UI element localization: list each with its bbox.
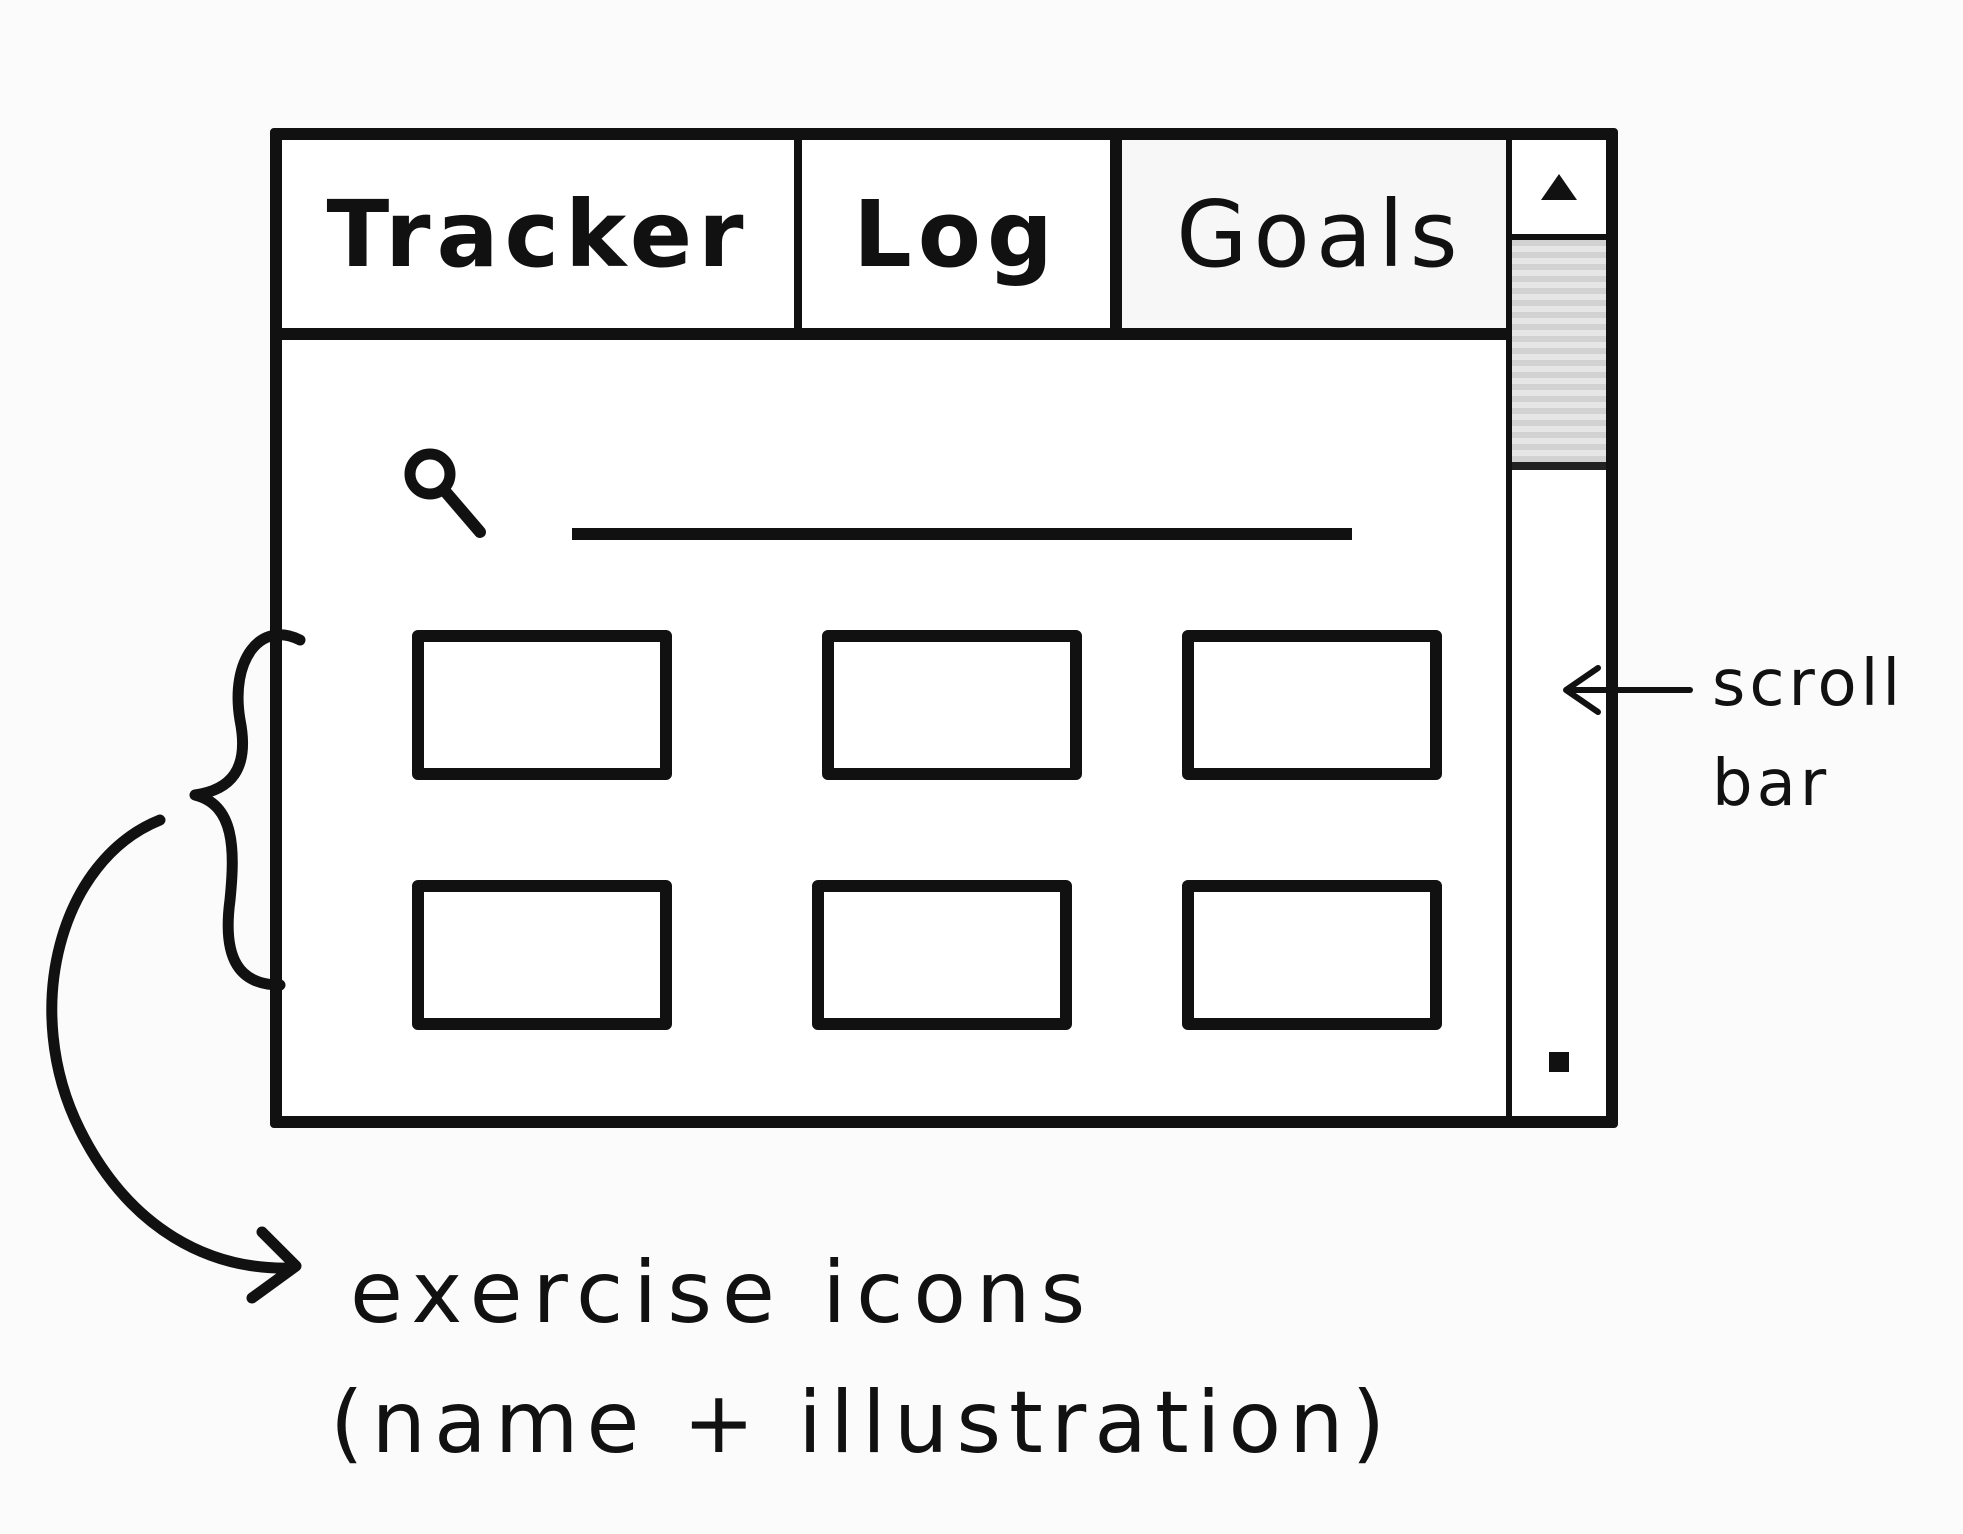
- search-icon[interactable]: [392, 436, 502, 546]
- exercise-icons-annotation-line2: (name + illustration): [330, 1373, 1394, 1473]
- scroll-bar-annotation-line2: bar: [1712, 747, 1831, 821]
- tab-bar: Tracker Log Goals: [282, 140, 1518, 340]
- tab-goals[interactable]: Goals: [1122, 140, 1518, 328]
- exercise-grid: [412, 630, 1442, 1070]
- triangle-up-icon: [1541, 174, 1577, 200]
- app-window: Tracker Log Goals: [270, 128, 1618, 1128]
- exercise-icon[interactable]: [822, 630, 1082, 780]
- square-icon: [1549, 1052, 1569, 1072]
- tab-log[interactable]: Log: [802, 140, 1122, 328]
- exercise-icons-annotation-line1: exercise icons: [350, 1243, 1096, 1343]
- scroll-thumb[interactable]: [1512, 240, 1606, 470]
- exercise-icon[interactable]: [1182, 880, 1442, 1030]
- scrollbar[interactable]: [1506, 140, 1606, 1116]
- exercise-icon[interactable]: [1182, 630, 1442, 780]
- arrow-head-annotation: [246, 1226, 302, 1304]
- scroll-down-button[interactable]: [1512, 1032, 1606, 1092]
- search-input[interactable]: [572, 480, 1352, 540]
- tab-tracker[interactable]: Tracker: [282, 140, 802, 328]
- scroll-bar-annotation-line1: scroll: [1712, 647, 1905, 721]
- scroll-up-button[interactable]: [1512, 140, 1606, 240]
- exercise-icon[interactable]: [412, 630, 672, 780]
- exercise-icon[interactable]: [812, 880, 1072, 1030]
- exercise-icon[interactable]: [412, 880, 672, 1030]
- curved-arrow-annotation: [46, 814, 296, 1274]
